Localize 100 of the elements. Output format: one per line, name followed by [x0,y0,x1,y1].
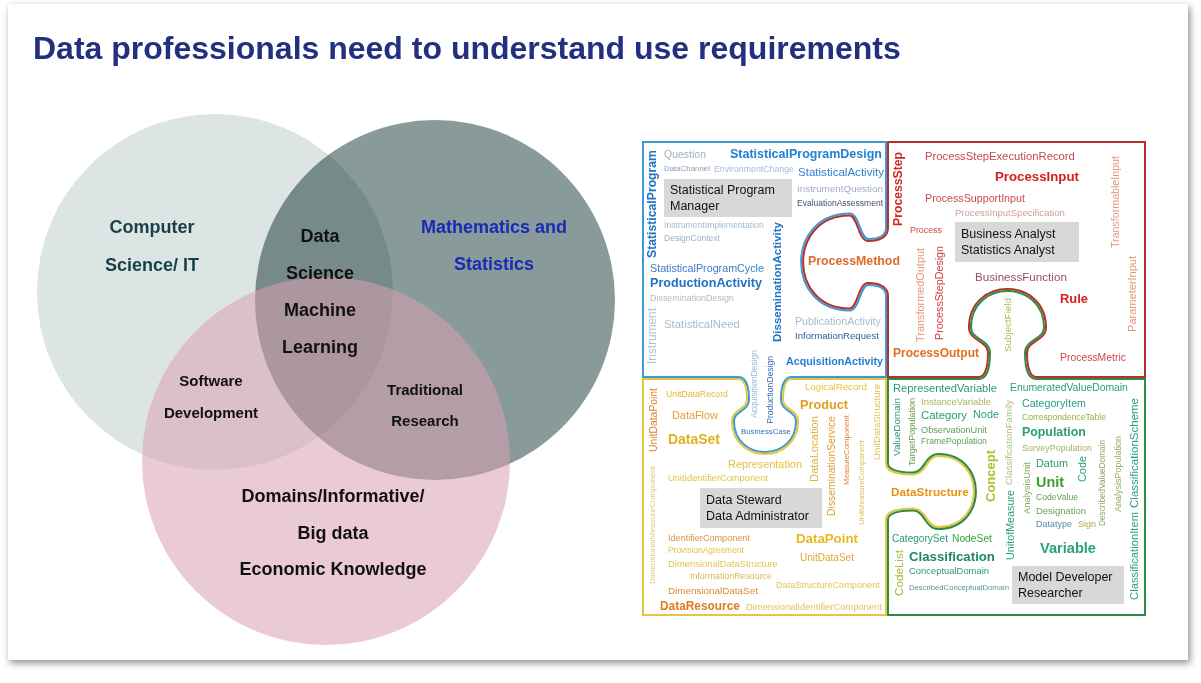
cloud-word: UnitofMeasure [1004,490,1017,560]
cloud-word: EnumeratedValueDomain [1010,382,1128,394]
cloud-word: DataLocation [808,416,821,482]
cloud-word: Population [1022,426,1086,440]
cloud-word: SubjectField [1002,298,1013,352]
cloud-word: DisseminationService [826,416,838,516]
cloud-word: BusinessFunction [975,270,1067,284]
cloud-word: UnitDataRecord [666,390,728,400]
cloud-word: ProcessMetric [1060,352,1126,364]
cloud-word: ProcessInputSpecification [955,208,1065,219]
cloud-word: ProcessStepExecutionRecord [925,150,1075,163]
cloud-word: ValueDomain [892,398,903,456]
cloud-word: ConceptualDomain [909,566,989,577]
cloud-word: DataPoint [796,532,858,547]
cloud-word: Product [800,398,848,413]
cloud-word: TransformableInput [1110,156,1122,248]
cloud-word: DisseminationDesign [650,293,734,303]
cloud-word: Rule [1060,292,1088,307]
cloud-word: ClassificationFamily [1004,400,1015,485]
cloud-word: DisseminationActivity [771,222,784,342]
cloud-word: FramePopulation [921,437,987,447]
cloud-word: CategorySet [892,533,948,545]
cloud-word: ClassificationItem [1128,512,1141,600]
role-label: Business Analyst [961,225,1057,242]
cloud-word: Concept [984,450,999,502]
cloud-word: Node [973,408,999,421]
cloud-word: EvaluationAssessment [797,199,883,209]
cloud-word: UnitIdentifierComponent [668,473,768,484]
slide-title: Data professionals need to understand use requirements [33,30,901,67]
cloud-word: RepresentedVariable [893,382,997,395]
role-label: Statistical Program Manager [670,181,776,215]
cloud-word: Designation [1036,506,1086,517]
cloud-word: InformationResource [690,572,772,582]
cloud-word: DimensionalMeasureComponent [648,466,658,584]
cloud-word: Process [910,226,942,236]
circle-label: Economic Knowledge [238,558,428,581]
overlap-label: Machine Learning [281,298,359,359]
cloud-word: StatisticalActivity [798,166,884,179]
cloud-word: PublicationActivity [795,316,881,328]
cloud-word: DataStructureComponent [776,580,880,591]
cloud-word: DescribedValueDomain [1098,440,1108,526]
cloud-word: Sign [1078,519,1096,530]
cloud-word: CodeValue [1036,493,1078,503]
cloud-word: ProcessInput [995,170,1079,185]
cloud-word: Datum [1036,457,1068,470]
cloud-word: Classification [909,550,995,565]
cloud-word: DimensionalIdentifierComponent [746,602,882,613]
overlap-label: Traditional Research [386,379,464,431]
cloud-word: UnitDataStructure [872,384,883,460]
cloud-word: ProvisionAgreement [668,546,744,556]
cloud-word: CodeList [892,550,906,596]
cloud-word: CorrespondenceTable [1022,413,1106,423]
cloud-word: AcquisitionActivity [786,355,883,367]
cloud-word: SurveyPopulation [1022,443,1092,453]
cloud-word: CategoryItem [1022,398,1086,410]
cloud-word: ProductionDesign [766,356,776,424]
cloud-word: LogicalRecord [805,382,867,393]
role-label: Model Developer [1018,568,1114,585]
cloud-word: Instrument [646,308,660,364]
cloud-word: Category [921,409,967,422]
overlap-label: Software Development [162,371,260,423]
role-label: Researcher [1018,585,1084,602]
cloud-word: DimensionalDataStructure [668,559,778,570]
overlap-label: Data Science [284,224,355,285]
cloud-word: StatisticalProgramDesign [730,148,882,162]
circle-label: Mathematics and Statistics [419,216,568,276]
cloud-word: StatisticalNeed [664,318,740,331]
cloud-word: StatisticalProgramCycle [650,262,764,274]
cloud-word: Unit [1036,474,1064,491]
cloud-word: ProcessOutput [893,347,979,361]
cloud-word: Datatype [1036,519,1072,530]
cloud-word: DimensionalDataSet [668,585,758,597]
cloud-word: TargetPopulation [907,398,918,466]
cloud-word: DesignContext [664,234,720,244]
cloud-word: ProcessMethod [808,255,900,269]
cloud-word: UnitDataSet [800,552,854,564]
role-label: Data Administrator [706,508,810,525]
cloud-word: NodeSet [952,533,992,545]
cloud-word: InstanceVariable [921,397,991,408]
cloud-word: ObservationUnit [921,425,987,436]
cloud-word: AcquisitionDesign [750,350,760,418]
cloud-word: ProcessStepDesign [933,246,945,340]
cloud-word: DataSet [668,432,720,448]
cloud-word: ProcessSupportInput [925,192,1025,204]
cloud-word: Question [664,149,706,161]
cloud-word: Variable [1040,540,1096,557]
role-label: Statistics Analyst [961,242,1056,259]
cloud-word: DataFlow [672,409,718,422]
cloud-word: UnitDataPoint [648,388,660,452]
cloud-word: TransformedOutput [914,248,927,342]
cloud-word: EnvironmentChange [714,165,794,175]
role-label: Data Steward [706,491,783,508]
cloud-word: ParameterInput [1126,256,1139,332]
cloud-word: ClassificationScheme [1128,398,1141,508]
cloud-word: InstrumentImplementation [664,221,764,231]
circle-label: Domains/Informative/ Big data [240,485,426,545]
cloud-word: InstrumentQuestion [797,183,883,194]
cloud-word: InformationRequest [795,331,879,342]
cloud-word: Representation [728,458,802,471]
cloud-word: IdentifierComponent [668,533,750,544]
